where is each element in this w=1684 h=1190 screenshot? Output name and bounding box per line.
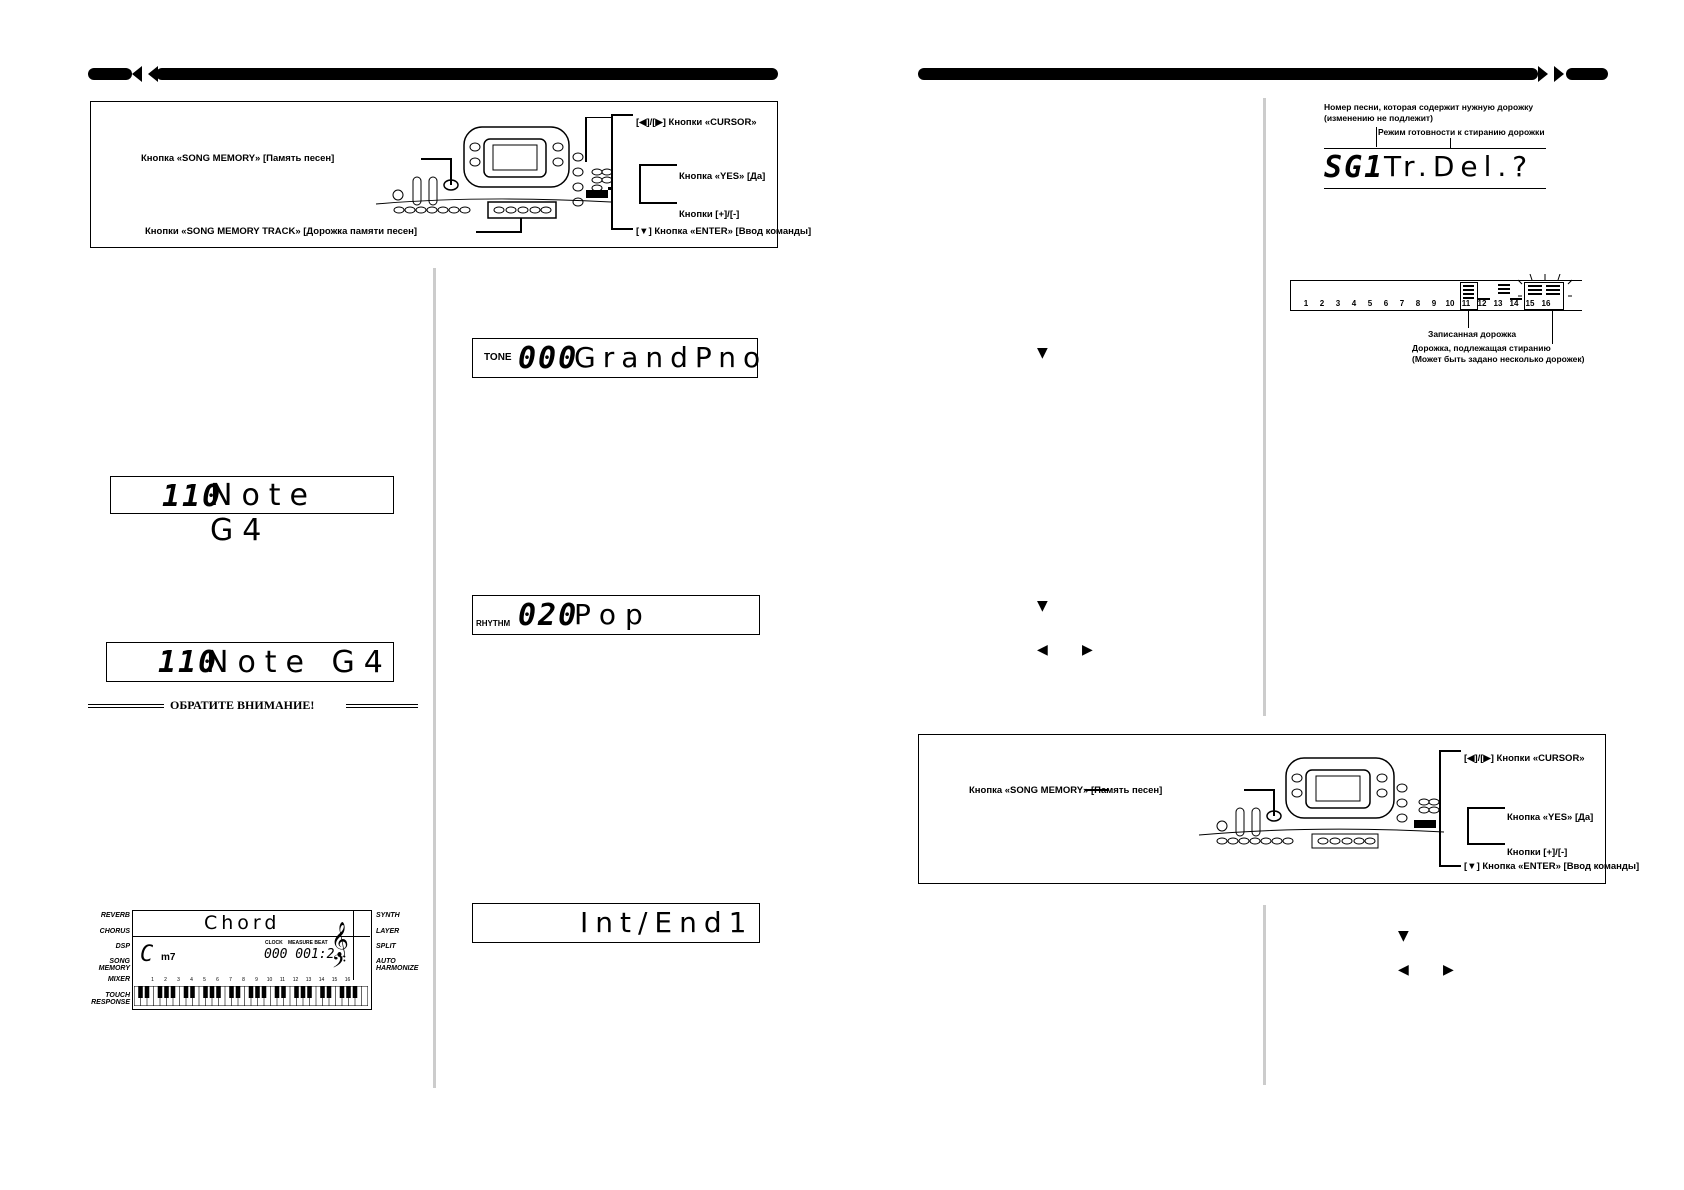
notice-heading: ОБРАТИТЕ ВНИМАНИЕ! xyxy=(88,698,418,714)
lcd-note-display-1: 110 Note G4 xyxy=(110,476,394,548)
lcd-number: 110 xyxy=(158,645,219,680)
clock-label: CLOCK xyxy=(265,940,283,946)
left-header-bar xyxy=(88,66,778,82)
erase-tracks-marker xyxy=(1524,282,1564,310)
keyboard-sketch xyxy=(1198,757,1444,849)
tracks-indicator: 1 2 3 4 5 6 7 8 9 10 11 12 13 14 15 16 xyxy=(1290,272,1590,368)
plus-minus-buttons-label: Кнопки [+]/[-] xyxy=(679,209,740,220)
notice-text: ОБРАТИТЕ ВНИМАНИЕ! xyxy=(170,698,315,712)
display-track-numbers: 1 2 3 4 5 6 7 8 9 10 11 12 13 14 15 16 xyxy=(151,977,351,983)
left-column-divider xyxy=(433,268,436,1088)
track-delete-prompt: Tr.Del.? xyxy=(1384,150,1534,183)
chord-name: C xyxy=(140,942,154,967)
cursor-buttons-label: [◀]/[▶] Кнопки «CURSOR» xyxy=(1464,753,1585,764)
ready-to-delete-caption: Режим готовности к стиранию дорожки xyxy=(1378,127,1545,137)
lcd-tone-display: TONE 000 GrandPno xyxy=(472,338,760,378)
yes-button-label: Кнопка «YES» [Да] xyxy=(1507,812,1594,823)
left-keyboard-panel-diagram: Кнопка «SONG MEMORY» [Память песен] Кноп… xyxy=(90,101,811,248)
chord-suffix: m7 xyxy=(161,952,176,963)
erase-track-caption: Дорожка, подлежащая стиранию xyxy=(1412,343,1551,353)
rhythm-name: Pop xyxy=(574,598,652,631)
cursor-right-arrow-icon: ▶ xyxy=(1443,962,1454,978)
song-memory-button-label: Кнопка «SONG MEMORY» [Память песен] xyxy=(969,785,1163,796)
cursor-buttons-label: [◀]/[▶] Кнопки «CURSOR» xyxy=(636,117,757,128)
right-keyboard-panel-diagram: Кнопка «SONG MEMORY» [Память песен] [◀]/… xyxy=(918,734,1639,884)
chord-title: Chord xyxy=(204,912,281,934)
tone-prefix: TONE xyxy=(484,352,512,363)
intro-ending-text: Int/End1 xyxy=(580,906,754,939)
track-delete-lcd-block: Номер песни, которая содержит нужную дор… xyxy=(1322,100,1592,192)
right-header-bar xyxy=(918,66,1608,82)
display-keyboard xyxy=(134,986,368,1006)
recorded-track-caption: Записанная дорожка xyxy=(1428,329,1517,339)
enter-down-arrow-icon: ▼ xyxy=(1037,345,1048,361)
lcd-rhythm-display: RHYTHM 020 Pop xyxy=(472,595,760,635)
lcd-intro-ending-display: Int/End1 xyxy=(472,903,760,943)
treble-clef-icon: 𝄞 xyxy=(331,922,349,957)
rhythm-number: 020 xyxy=(518,598,579,633)
enter-down-arrow-icon: ▼ xyxy=(1398,928,1409,944)
measure-beat-label: MEASURE BEAT xyxy=(288,940,328,946)
yes-button-label: Кнопка «YES» [Да] xyxy=(679,171,766,182)
plus-minus-buttons-label: Кнопки [+]/[-] xyxy=(1507,847,1568,858)
keyboard-lcd-display-diagram: Chord C m7 CLOCK MEASURE BEAT 000 001:2 … xyxy=(88,910,418,1010)
right-column-divider-bottom xyxy=(1263,905,1266,1085)
enter-button-label: [▼] Кнопка «ENTER» [Ввод команды] xyxy=(1464,861,1640,872)
right-column-divider-top xyxy=(1263,98,1266,716)
tone-name: GrandPno xyxy=(574,341,768,374)
keyboard-sketch xyxy=(375,117,611,233)
song-memory-button-label: Кнопка «SONG MEMORY» [Память песен] xyxy=(141,153,335,164)
cursor-left-arrow-icon: ◀ xyxy=(1037,642,1048,658)
multiple-tracks-note: (Может быть задано несколько дорожек) xyxy=(1412,354,1585,364)
bass-clef-icon: 𝄢 xyxy=(332,952,347,977)
song-memory-track-label: Кнопки «SONG MEMORY TRACK» [Дорожка памя… xyxy=(145,226,418,237)
counter-readout: 000 001:2 xyxy=(264,947,335,962)
song-number-caption: Номер песни, которая содержит нужную дор… xyxy=(1324,102,1534,123)
lcd-text: Note G4 xyxy=(206,645,392,680)
rhythm-prefix: RHYTHM xyxy=(476,619,511,628)
blink-rays-icon xyxy=(1518,274,1572,297)
enter-button-label: [▼] Кнопка «ENTER» [Ввод команды] xyxy=(636,226,812,237)
cursor-left-arrow-icon: ◀ xyxy=(1398,962,1409,978)
song-number: SG1 xyxy=(1324,150,1385,185)
cursor-right-arrow-icon: ▶ xyxy=(1082,642,1093,658)
tone-number: 000 xyxy=(518,341,579,376)
enter-down-arrow-icon: ▼ xyxy=(1037,598,1048,614)
lcd-number: 110 xyxy=(162,479,223,514)
lcd-note-display-2: 110 Note G4 xyxy=(106,642,394,682)
recorded-track-marker xyxy=(1460,282,1478,310)
lcd-text: Note G4 xyxy=(210,478,318,548)
